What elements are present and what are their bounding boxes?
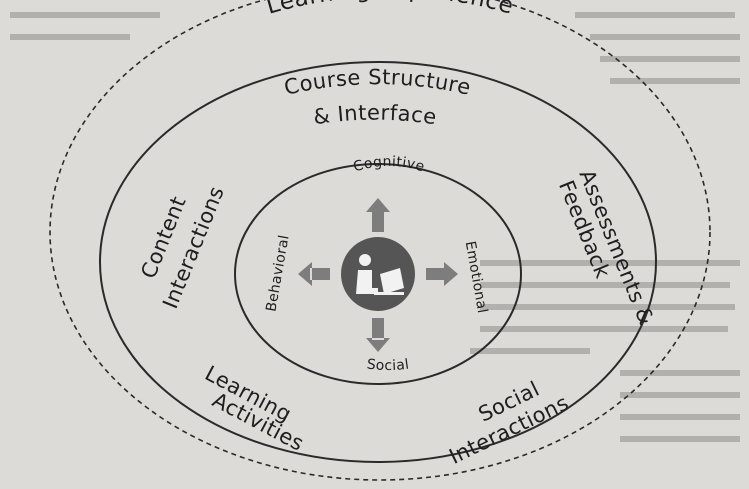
arrow-down-icon <box>366 318 390 352</box>
middle-ring <box>99 61 657 463</box>
outer-dashed-ring <box>49 0 711 481</box>
learner-at-laptop-icon <box>356 254 404 295</box>
arrow-right-icon <box>426 262 458 286</box>
course-structure-label-line2: & Interface <box>312 101 439 130</box>
center-hub <box>341 237 415 311</box>
inner-label-social: Social <box>366 356 410 374</box>
arrow-up-icon <box>366 198 390 232</box>
arrow-left-icon <box>298 262 330 286</box>
background-text <box>10 12 740 442</box>
inner-ring <box>234 163 522 385</box>
